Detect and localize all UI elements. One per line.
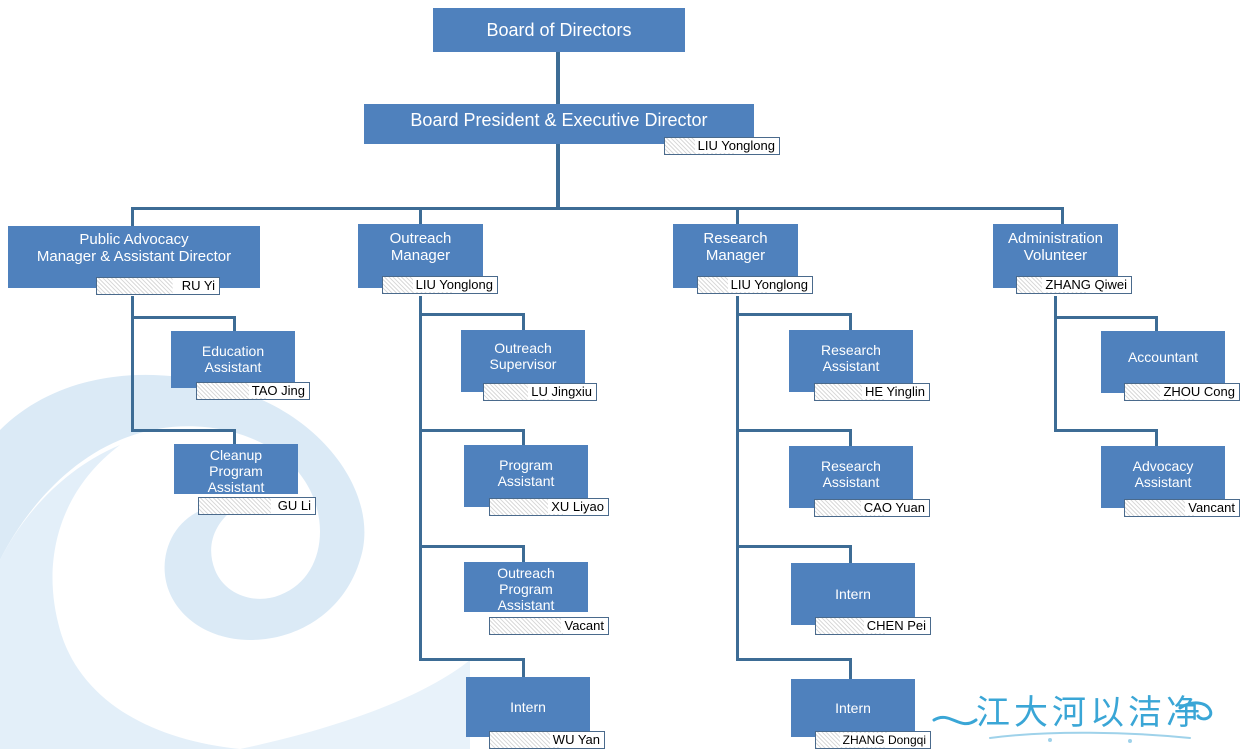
connector-line <box>131 207 134 227</box>
connector-line <box>419 296 422 661</box>
connector-line <box>736 207 739 227</box>
connector-line <box>419 207 422 227</box>
connector-line <box>849 429 852 447</box>
education-assistant-name: TAO Jing <box>196 382 310 400</box>
cleanup-program-assistant-name: GU Li <box>198 497 316 515</box>
advocacy-assistant-name: Vancant <box>1124 499 1240 517</box>
research-assistant-1-name: HE Yinglin <box>814 383 930 401</box>
connector-line <box>1155 429 1158 447</box>
accountant-box: Accountant <box>1101 331 1225 393</box>
connector-line <box>849 545 852 565</box>
outreach-intern-box: Intern <box>466 677 590 737</box>
accountant-name: ZHOU Cong <box>1124 383 1240 401</box>
education-assistant-box: Education Assistant <box>171 331 295 388</box>
program-assistant-box: Program Assistant <box>464 445 588 507</box>
connector-line <box>736 545 852 548</box>
program-assistant-name: XU Liyao <box>489 498 609 516</box>
connector-line <box>1054 316 1158 319</box>
cleanup-program-assistant-box: Cleanup Program Assistant <box>174 444 298 494</box>
research-intern-2-box: Intern <box>791 679 915 737</box>
research-manager-name: LIU Yonglong <box>697 276 813 294</box>
connector-line <box>419 658 525 661</box>
connector-line <box>556 143 560 209</box>
outreach-program-assistant-name: Vacant <box>489 617 609 635</box>
outreach-supervisor-name: LU Jingxiu <box>483 383 597 401</box>
connector-line <box>233 316 236 332</box>
connector-line <box>736 296 739 661</box>
connector-line <box>736 658 852 661</box>
president-name: LIU Yonglong <box>664 137 780 155</box>
connector-line <box>736 429 852 432</box>
research-assistant-1-box: Research Assistant <box>789 330 913 392</box>
research-assistant-2-name: CAO Yuan <box>814 499 930 517</box>
administration-volunteer-name: ZHANG Qiwei <box>1016 276 1132 294</box>
connector-line <box>419 313 525 316</box>
connector-line <box>522 313 525 331</box>
connector-line <box>556 52 560 105</box>
connector-line <box>233 429 236 445</box>
connector-line <box>1061 207 1064 227</box>
connector-line <box>736 313 852 316</box>
outreach-supervisor-box: Outreach Supervisor <box>461 330 585 392</box>
research-assistant-2-box: Research Assistant <box>789 446 913 508</box>
research-intern-1-box: Intern <box>791 563 915 625</box>
board-of-directors-box: Board of Directors <box>433 8 685 52</box>
advocacy-assistant-box: Advocacy Assistant <box>1101 446 1225 508</box>
research-intern-2-name: ZHANG Dongqi <box>815 731 931 749</box>
connector-line <box>522 429 525 446</box>
research-intern-1-name: CHEN Pei <box>815 617 931 635</box>
organization-logo: 江大河以洁净 <box>932 693 1213 743</box>
connector-line <box>1054 429 1158 432</box>
outreach-manager-name: LIU Yonglong <box>382 276 498 294</box>
connector-line <box>131 316 235 319</box>
connector-line <box>419 545 525 548</box>
public-advocacy-manager-name: RU Yi <box>96 277 220 295</box>
connector-line <box>522 545 525 563</box>
connector-line <box>1155 316 1158 332</box>
connector-line <box>131 429 235 432</box>
connector-line <box>131 207 1064 210</box>
connector-line <box>131 296 134 432</box>
logo-text: 江大河以洁净 <box>976 693 1204 733</box>
outreach-program-assistant-box: Outreach Program Assistant <box>464 562 588 612</box>
connector-line <box>522 658 525 678</box>
connector-line <box>1054 296 1057 432</box>
outreach-intern-name: WU Yan <box>489 731 605 749</box>
connector-line <box>849 313 852 331</box>
president-title: Board President & Executive Director <box>410 110 708 130</box>
connector-line <box>419 429 525 432</box>
board-title: Board of Directors <box>486 19 632 40</box>
connector-line <box>849 658 852 680</box>
